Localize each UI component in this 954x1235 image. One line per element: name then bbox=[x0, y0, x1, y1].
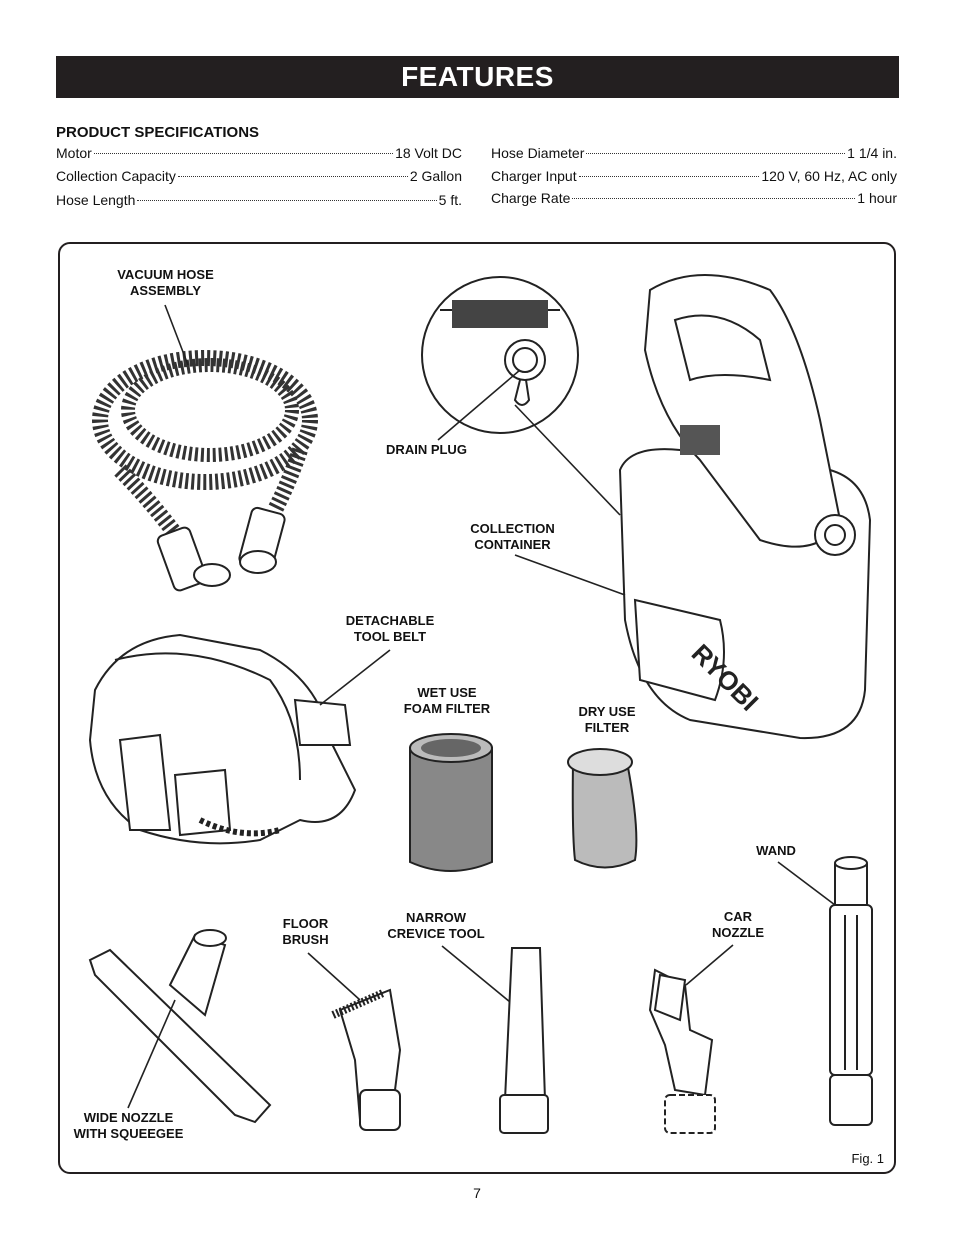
specs-title: PRODUCT SPECIFICATIONS bbox=[56, 124, 260, 141]
callout-wet-filter: WET USE FOAM FILTER bbox=[403, 685, 491, 716]
section-title: FEATURES bbox=[56, 56, 899, 98]
foam-filter-icon bbox=[409, 733, 493, 872]
leader-dots bbox=[137, 200, 437, 201]
dry-filter-icon bbox=[567, 748, 638, 869]
spec-row-hose-diameter: Hose Diameter 1 1/4 in. bbox=[491, 144, 897, 162]
spec-label: Hose Diameter bbox=[491, 145, 585, 161]
callout-wide-nozzle: WIDE NOZZLE WITH SQUEEGEE bbox=[73, 1110, 184, 1141]
spec-value: 1 hour bbox=[857, 190, 897, 206]
spec-label: Charge Rate bbox=[491, 190, 571, 206]
page-number: 7 bbox=[473, 1185, 481, 1201]
spec-row-motor: Motor 18 Volt DC bbox=[56, 144, 462, 162]
callout-leaders bbox=[127, 304, 836, 1109]
callout-vacuum-hose: VACUUM HOSE ASSEMBLY bbox=[117, 267, 214, 298]
spec-value: 120 V, 60 Hz, AC only bbox=[761, 168, 897, 184]
leader-dots bbox=[586, 153, 846, 154]
figure-label: Fig. 1 bbox=[851, 1151, 884, 1166]
spec-label: Motor bbox=[56, 145, 92, 161]
floor-brush-icon bbox=[331, 988, 402, 1131]
spec-label: Collection Capacity bbox=[56, 168, 176, 184]
leader-dots bbox=[177, 176, 408, 177]
spec-row-charge-rate: Charge Rate 1 hour bbox=[491, 189, 897, 207]
callout-tool-belt: DETACHABLE TOOL BELT bbox=[345, 613, 435, 644]
vacuum-hose-icon bbox=[92, 350, 318, 592]
callout-collection-container: COLLECTION CONTAINER bbox=[470, 521, 555, 552]
wide-nozzle-icon bbox=[88, 929, 272, 1124]
leader-dots bbox=[93, 153, 394, 154]
leader-dots bbox=[572, 198, 856, 199]
callout-wand: WAND bbox=[756, 843, 796, 858]
callout-crevice-tool: NARROW CREVICE TOOL bbox=[387, 910, 485, 941]
spec-label: Hose Length bbox=[56, 192, 136, 208]
wet-dry-vacuum-icon bbox=[618, 274, 872, 740]
crevice-tool-icon bbox=[499, 947, 549, 1134]
wand-icon bbox=[829, 856, 873, 1126]
callout-car-nozzle: CAR NOZZLE bbox=[712, 909, 764, 940]
car-nozzle-icon bbox=[648, 968, 716, 1134]
callout-dry-filter: DRY USE FILTER bbox=[578, 704, 636, 735]
spec-value: 2 Gallon bbox=[409, 168, 462, 184]
spec-value: 5 ft. bbox=[438, 192, 462, 208]
tool-belt-icon bbox=[88, 633, 357, 845]
spec-value: 18 Volt DC bbox=[395, 145, 462, 161]
spec-row-charger-input: Charger Input 120 V, 60 Hz, AC only bbox=[491, 167, 897, 185]
spec-value: 1 1/4 in. bbox=[847, 145, 897, 161]
callout-drain-plug: DRAIN PLUG bbox=[386, 442, 467, 457]
spec-row-hose-length: Hose Length 5 ft. bbox=[56, 191, 462, 209]
spec-label: Charger Input bbox=[491, 168, 577, 184]
callout-floor-brush: FLOOR BRUSH bbox=[282, 916, 329, 947]
features-figure: Fig. 1 bbox=[58, 242, 896, 1174]
drain-plug-inset-icon bbox=[421, 276, 579, 434]
spec-row-capacity: Collection Capacity 2 Gallon bbox=[56, 167, 462, 185]
leader-dots bbox=[578, 176, 760, 177]
